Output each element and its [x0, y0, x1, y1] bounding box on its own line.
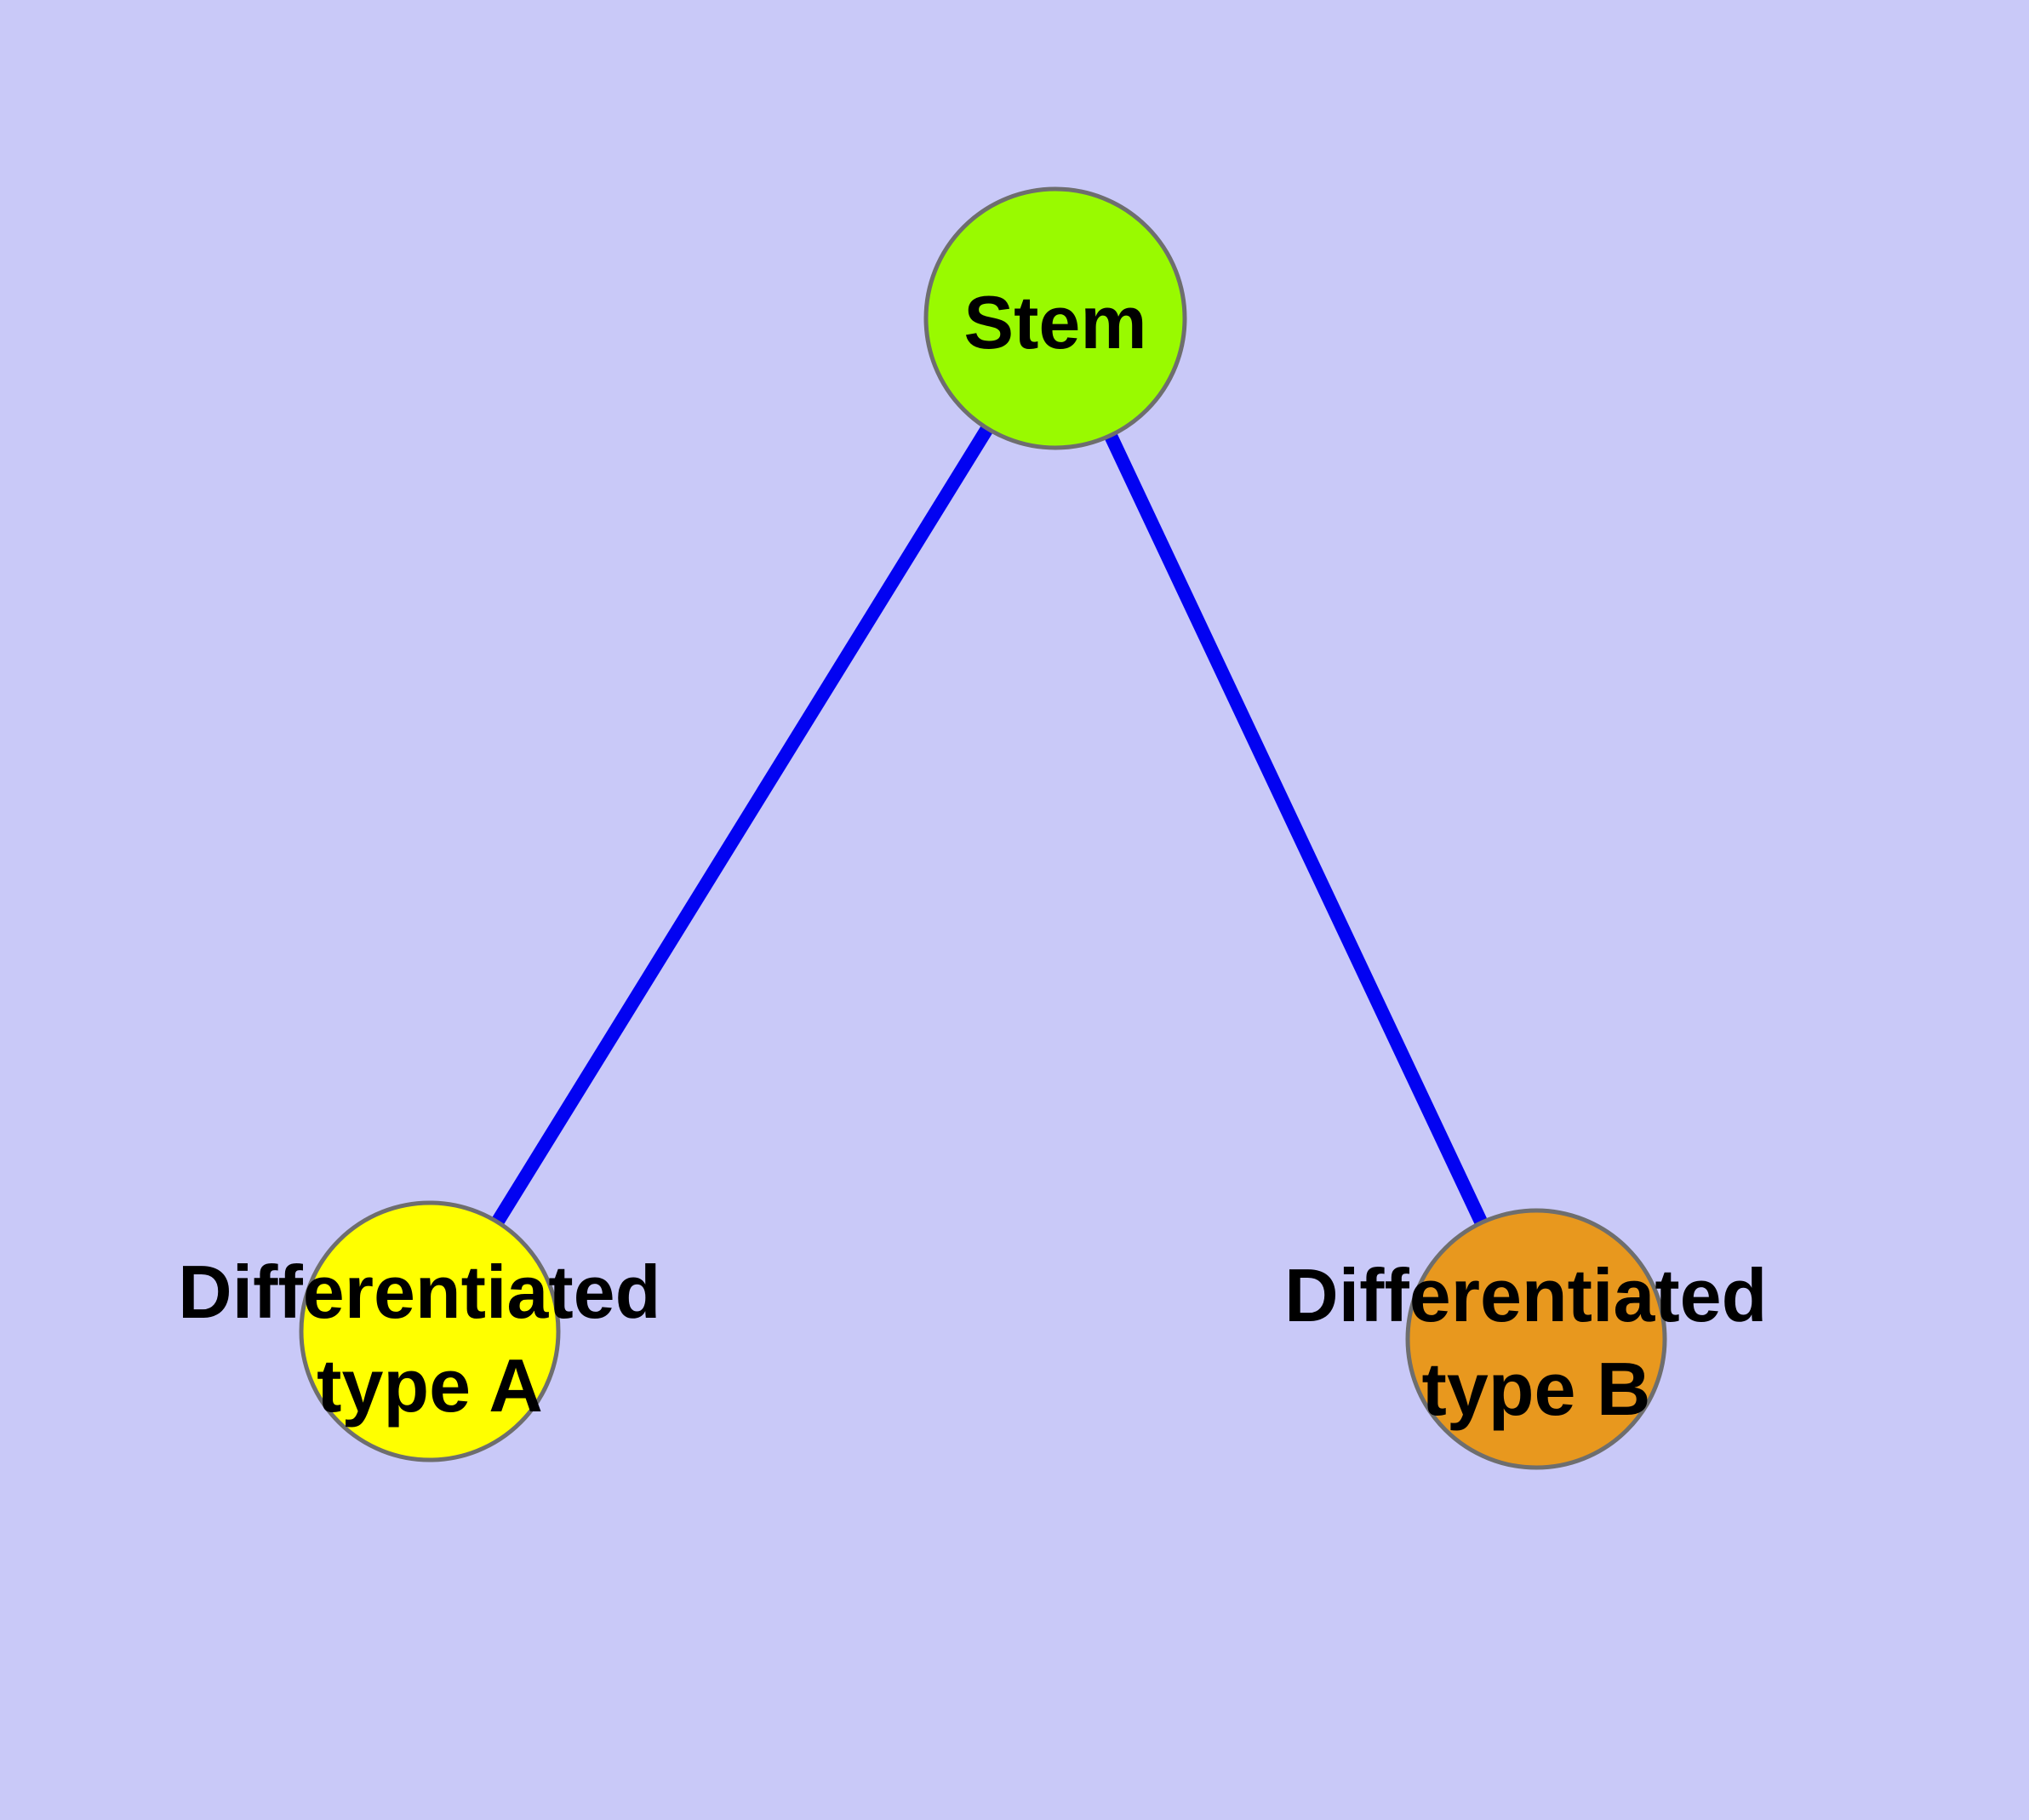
edge-stem-to-type-a: [424, 314, 1061, 1336]
node-differentiated-type-a-label-line-2: type A: [317, 1343, 543, 1428]
node-differentiated-type-a-label-line-1: Differentiated: [178, 1250, 660, 1334]
node-differentiated-type-a-circle: [299, 1200, 561, 1462]
node-stem: Stem: [923, 186, 1187, 450]
node-stem-label: Stem: [963, 280, 1146, 364]
node-differentiated-type-b-circle: [1405, 1208, 1667, 1470]
node-stem-circle: [923, 186, 1187, 450]
node-differentiated-type-b-label: Differentiated type B: [1284, 1253, 1788, 1431]
node-differentiated-type-b-label-line-1: Differentiated: [1284, 1253, 1767, 1337]
node-differentiated-type-a: Differentiated type A: [178, 1200, 682, 1462]
edge-layer: [424, 314, 1543, 1342]
edge-stem-to-type-b: [1049, 315, 1543, 1342]
node-differentiated-type-b-label-line-2: type B: [1422, 1347, 1651, 1431]
node-stem-label-line-1: Stem: [963, 280, 1146, 364]
node-differentiated-type-b: Differentiated type B: [1284, 1208, 1788, 1470]
node-differentiated-type-a-label: Differentiated type A: [178, 1250, 682, 1428]
